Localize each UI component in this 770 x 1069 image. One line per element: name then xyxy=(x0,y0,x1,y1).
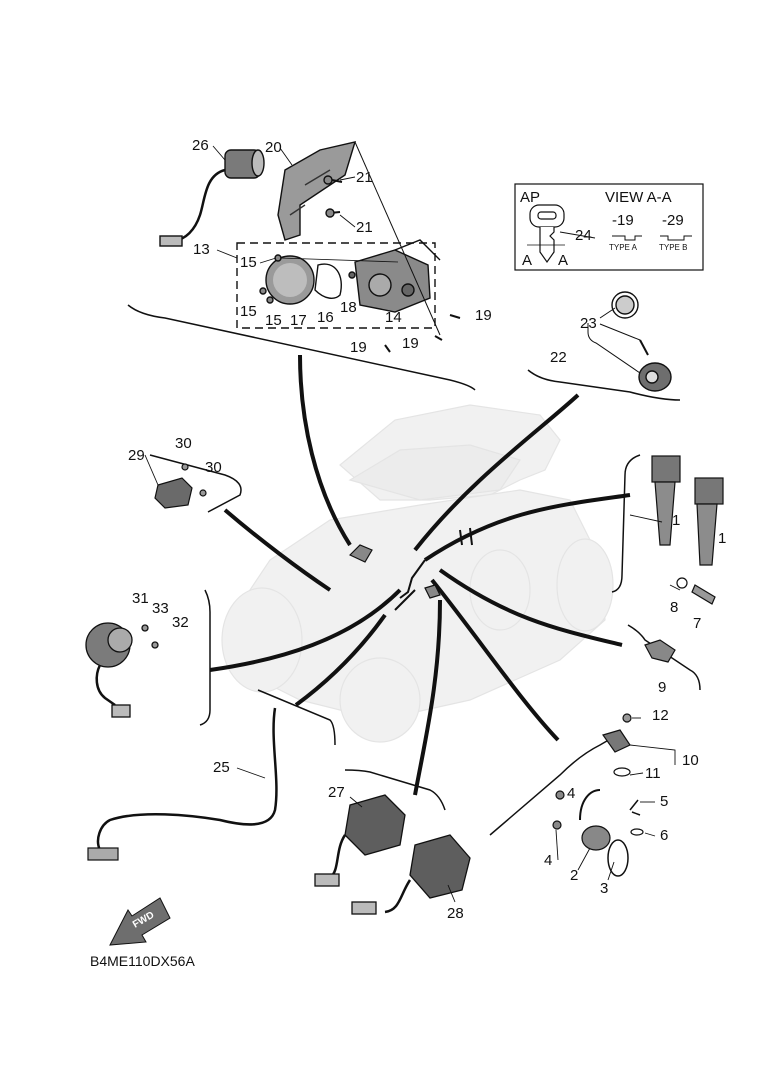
view-title: VIEW A-A xyxy=(605,189,672,206)
callout-label: 27 xyxy=(328,784,345,801)
callout-label: 10 xyxy=(682,752,699,769)
type-a: TYPE A xyxy=(609,243,638,252)
key-icon xyxy=(587,291,672,392)
callout-label: 15 xyxy=(265,312,282,329)
callout-label: 21 xyxy=(356,169,373,186)
bracket-icon xyxy=(277,141,357,241)
callout-label: 5 xyxy=(660,793,668,810)
ap-label: AP xyxy=(520,189,540,206)
callout-label: 15 xyxy=(240,254,257,271)
meter-icon xyxy=(265,255,342,305)
callout-label: 15 xyxy=(240,303,257,320)
key-blank-icon xyxy=(529,204,565,264)
callout-label: 7 xyxy=(693,615,701,632)
leader-lines xyxy=(209,354,631,796)
ecu-icon xyxy=(314,794,471,915)
callout-label: 1 xyxy=(672,512,680,529)
callout-label: 12 xyxy=(652,707,669,724)
callout-label: 4 xyxy=(544,852,552,869)
callout-label: 26 xyxy=(192,137,209,154)
callout-label: 19 xyxy=(350,339,367,356)
diagram-code: B4ME110DX56A xyxy=(90,953,195,969)
callout-labels: 26 20 21 21 13 15 15 15 17 16 18 14 19 1… xyxy=(128,137,726,922)
callout-label: 23 xyxy=(580,315,597,332)
callout-label: 29 xyxy=(128,447,145,464)
sensor-icon xyxy=(552,789,644,877)
suffix-a: -19 xyxy=(612,212,634,229)
sensor-icon xyxy=(676,577,716,605)
sensor-icon xyxy=(159,149,265,247)
callout-label: 2 xyxy=(570,867,578,884)
callout-label: 20 xyxy=(265,139,282,156)
callout-label: 11 xyxy=(645,765,661,782)
fwd-arrow-icon: FWD xyxy=(109,897,171,946)
callout-label: 16 xyxy=(317,309,334,326)
callout-label: 1 xyxy=(718,530,726,547)
type-b: TYPE B xyxy=(659,243,687,252)
section-mark-left: A xyxy=(522,252,532,269)
center-small-parts xyxy=(348,527,473,599)
callout-label: 19 xyxy=(475,307,492,324)
callout-label: 17 xyxy=(290,312,307,329)
sensor-icon xyxy=(87,707,278,861)
callout-label: 6 xyxy=(660,827,668,844)
callout-label: 13 xyxy=(193,241,210,258)
callout-label: 3 xyxy=(600,880,608,897)
sensor-icon xyxy=(644,639,676,663)
relay-icon xyxy=(154,463,207,509)
sensor-icon xyxy=(602,713,632,777)
callout-label: 22 xyxy=(550,349,567,366)
callout-label: 32 xyxy=(172,614,189,631)
callout-label: 4 xyxy=(567,785,575,802)
callout-label: 14 xyxy=(385,309,402,326)
callout-label: 18 xyxy=(340,299,357,316)
sensor-icon xyxy=(85,622,159,718)
vehicle-silhouette-icon xyxy=(221,404,614,743)
callout-label: 19 xyxy=(402,335,419,352)
callout-label: 33 xyxy=(152,600,169,617)
section-mark-right: A xyxy=(558,252,568,269)
view-a-a-box: AP VIEW A-A A A -19 -29 TYPE A TYPE B 24 xyxy=(514,183,704,271)
ignition-coil-icon xyxy=(651,455,724,566)
callout-label: 25 xyxy=(213,759,230,776)
callout-label: 8 xyxy=(670,599,678,616)
callout-label: 9 xyxy=(658,679,666,696)
meter-assembly xyxy=(159,141,461,353)
callout-label: 31 xyxy=(132,590,149,607)
callout-24: 24 xyxy=(575,227,592,244)
callout-label: 21 xyxy=(356,219,373,236)
callout-label: 30 xyxy=(175,435,192,452)
suffix-b: -29 xyxy=(662,212,684,229)
callout-label: 28 xyxy=(447,905,464,922)
callout-label: 30 xyxy=(205,459,222,476)
callout-leaders xyxy=(144,145,681,903)
